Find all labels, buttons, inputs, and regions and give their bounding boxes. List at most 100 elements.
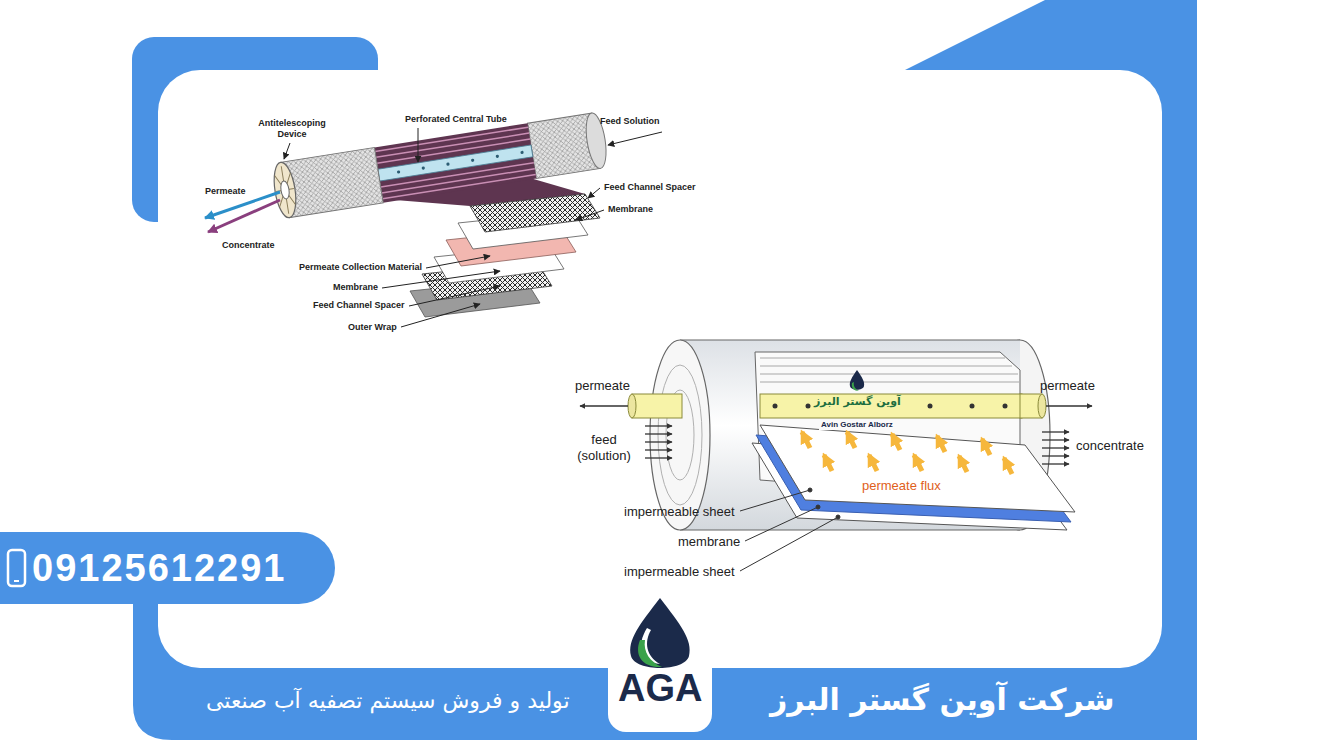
membrane-module-schematic	[852, 382, 859, 391]
membrane-module-schematic	[816, 505, 820, 509]
spiral-wound-membrane-cutaway	[208, 200, 280, 232]
flow-label: permeate flux	[862, 478, 941, 494]
logo-mark	[608, 596, 712, 732]
membrane-module-schematic	[645, 457, 672, 458]
membrane-module-schematic	[1046, 405, 1092, 406]
membrane-module-schematic	[645, 449, 672, 450]
layer-label: impermeable sheet	[624, 504, 735, 520]
part-label: Membrane	[333, 282, 378, 293]
membrane-module-schematic	[740, 517, 838, 571]
leader-lines	[284, 143, 290, 159]
membrane-module-schematic	[580, 406, 1092, 464]
membrane-module-schematic	[959, 456, 967, 472]
leader-lines	[284, 128, 662, 327]
membrane-module-schematic	[632, 394, 682, 418]
membrane-module-schematic	[928, 404, 933, 409]
membrane-module-schematic	[802, 432, 810, 448]
membrane-module-schematic	[580, 340, 1092, 571]
flow-label: Concentrate	[222, 240, 275, 251]
spiral-wound-membrane-cutaway	[470, 194, 600, 232]
logo-text: AGA	[618, 666, 702, 712]
flow-label: feed (solution)	[567, 432, 641, 463]
logo-mark	[630, 598, 689, 668]
membrane-module-schematic	[1042, 463, 1069, 464]
phone-number: 09125612291	[32, 532, 286, 604]
spiral-wound-membrane-cutaway	[397, 170, 401, 174]
company-name: شرکت آوین گستر البرز	[770, 682, 1115, 718]
membrane-module-schematic	[869, 455, 877, 471]
membrane-module-schematic	[1042, 439, 1069, 440]
membrane-module-schematic	[808, 488, 812, 492]
spiral-wound-membrane-cutaway	[280, 180, 291, 199]
layer-label: membrane	[678, 534, 740, 550]
leader-lines	[588, 188, 600, 198]
membrane-module-schematic	[802, 432, 1012, 474]
membrane-module-schematic	[824, 455, 832, 471]
part-label: Membrane	[608, 204, 653, 215]
membrane-module-schematic	[740, 488, 840, 571]
watermark-text: آوین گستر البرز	[812, 395, 903, 408]
phone-badge: 09125612291	[0, 532, 335, 604]
leader-lines	[418, 128, 419, 162]
membrane-module-schematic	[970, 404, 975, 409]
part-label: Antitelescoping Device	[244, 118, 340, 140]
part-label: Outer Wrap	[348, 322, 397, 333]
leader-lines	[426, 256, 490, 268]
logo-mark	[608, 596, 712, 732]
membrane-module-schematic	[760, 425, 1075, 512]
membrane-module-schematic	[1004, 458, 1012, 474]
spiral-wound-membrane-cutaway	[496, 155, 500, 159]
membrane-module-schematic	[914, 455, 922, 471]
spiral-wound-membrane-cutaway	[471, 158, 475, 162]
layer-label: impermeable sheet	[624, 564, 735, 580]
part-label: Feed Channel Spacer	[604, 182, 696, 193]
membrane-module-schematic	[836, 515, 840, 519]
membrane-module-schematic	[650, 340, 710, 530]
phone-icon	[8, 550, 25, 586]
membrane-module-schematic	[773, 404, 778, 409]
membrane-module-schematic	[760, 358, 1019, 382]
membrane-module-schematic	[745, 507, 818, 541]
logo-mark	[638, 640, 662, 667]
spiral-wound-membrane-cutaway	[378, 145, 533, 181]
flow-label: concentrate	[1076, 438, 1144, 454]
spiral-wound-membrane-cutaway	[520, 151, 524, 155]
membrane-module-schematic	[982, 439, 990, 455]
spiral-wound-membrane-cutaway	[205, 112, 609, 317]
leader-lines	[382, 271, 500, 288]
frame-background	[133, 0, 1197, 740]
phone-icon	[6, 548, 28, 588]
leader-lines	[409, 286, 500, 306]
flow-label: Permeate	[205, 186, 246, 197]
part-label: Feed Channel Spacer	[313, 300, 405, 311]
membrane-module-schematic	[850, 370, 864, 390]
membrane-module-schematic	[645, 441, 672, 442]
membrane-module-schematic	[645, 433, 672, 434]
membrane-module-schematic	[892, 434, 900, 450]
spiral-wound-membrane-cutaway	[271, 161, 300, 219]
membrane-module-schematic	[937, 436, 945, 452]
frame-background	[132, 0, 1197, 740]
membrane-module-schematic	[806, 404, 811, 409]
flow-label: permeate	[1040, 378, 1095, 394]
membrane-module-schematic	[645, 425, 672, 426]
leader-lines	[401, 304, 480, 327]
membrane-module-schematic	[760, 394, 1022, 418]
membrane-module-schematic	[658, 365, 702, 505]
membrane-module-schematic	[1042, 455, 1069, 456]
membrane-module-schematic	[847, 432, 855, 448]
slogan-text: تولید و فروش سیستم تصفیه آب صنعتی	[206, 688, 570, 714]
leader-lines	[576, 210, 604, 220]
flow-label: permeate	[575, 378, 630, 394]
part-label: Perforated Central Tube	[405, 114, 507, 125]
watermark-text: Avin Gostar Alborz	[819, 420, 895, 430]
membrane-module-schematic	[580, 405, 628, 406]
spiral-wound-membrane-cutaway	[446, 162, 450, 166]
membrane-module-schematic	[1038, 394, 1046, 418]
leader-lines	[608, 132, 662, 145]
spiral-wound-membrane-cutaway	[374, 123, 536, 203]
membrane-module-schematic	[680, 339, 1020, 340]
